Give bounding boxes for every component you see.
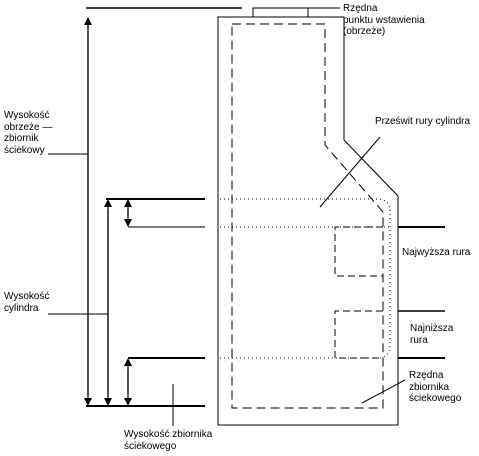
cylinder-height-label: Wysokość cylindra	[4, 291, 50, 314]
rim-to-sump-height-label: Wysokość obrzeże — zbiornik ściekowy	[4, 110, 53, 156]
inner-wall-outline	[231, 23, 384, 409]
cylinder-pipe-clearance-label: Prześwit rury cylindra	[375, 116, 471, 127]
rim-insertion-elevation-label: Rzędna punktu wstawienia (obrzeże)	[343, 3, 425, 37]
lowest-pipe-label: Najniższa rura	[410, 323, 454, 346]
cylinder-outline	[220, 198, 391, 359]
leader-sump-elevation	[361, 379, 406, 404]
sump-height-label: Wysokość zbiornika ściekowego	[124, 429, 213, 452]
highest-pipe-label: Najwyższa rura	[402, 247, 471, 258]
frame-cover	[252, 7, 309, 18]
lowest-pipe-inner	[334, 310, 383, 359]
structure-outline	[217, 16, 399, 426]
sump-elevation-label: Rzędna zbiornika ściekowego	[409, 370, 462, 404]
highest-pipe-inner	[334, 226, 383, 277]
leader-clearance	[319, 136, 381, 208]
